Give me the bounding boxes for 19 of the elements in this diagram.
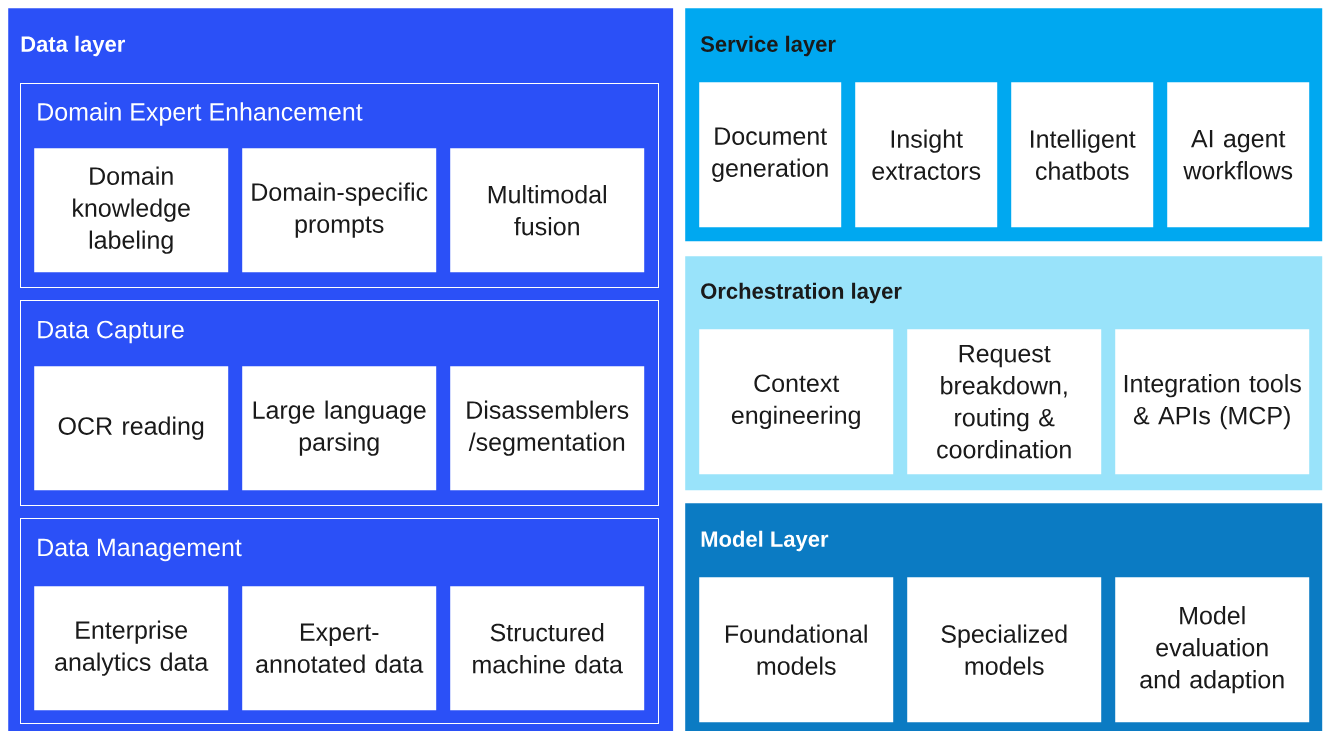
component-box: Disassemblers /segmentation	[450, 366, 645, 491]
component-box: Request breakdown, routing & coordination	[907, 329, 1102, 475]
component-box: Domain-specific prompts	[242, 148, 437, 273]
component-box: Enterprise analytics data	[34, 586, 229, 711]
component-box: Document generation	[699, 82, 842, 228]
component-box: Foundational models	[699, 577, 894, 723]
component-box: AI agent workflows	[1167, 82, 1310, 228]
component-box: Multimodal fusion	[450, 148, 645, 273]
component-box: Context engineering	[699, 329, 894, 475]
component-box: Intelligent chatbots	[1011, 82, 1154, 228]
component-box: Domain knowledge labeling	[34, 148, 229, 273]
component-box: Expert-annotated data	[242, 586, 437, 711]
component-box: Structured machine data	[450, 586, 645, 711]
component-box: Specialized models	[907, 577, 1102, 723]
component-box: Insight extractors	[855, 82, 998, 228]
component-box: OCR reading	[34, 366, 229, 491]
component-box: Large language parsing	[242, 366, 437, 491]
component-box: Model evaluation and adaption	[1115, 577, 1310, 723]
component-box: Integration tools & APIs (MCP)	[1115, 329, 1310, 475]
